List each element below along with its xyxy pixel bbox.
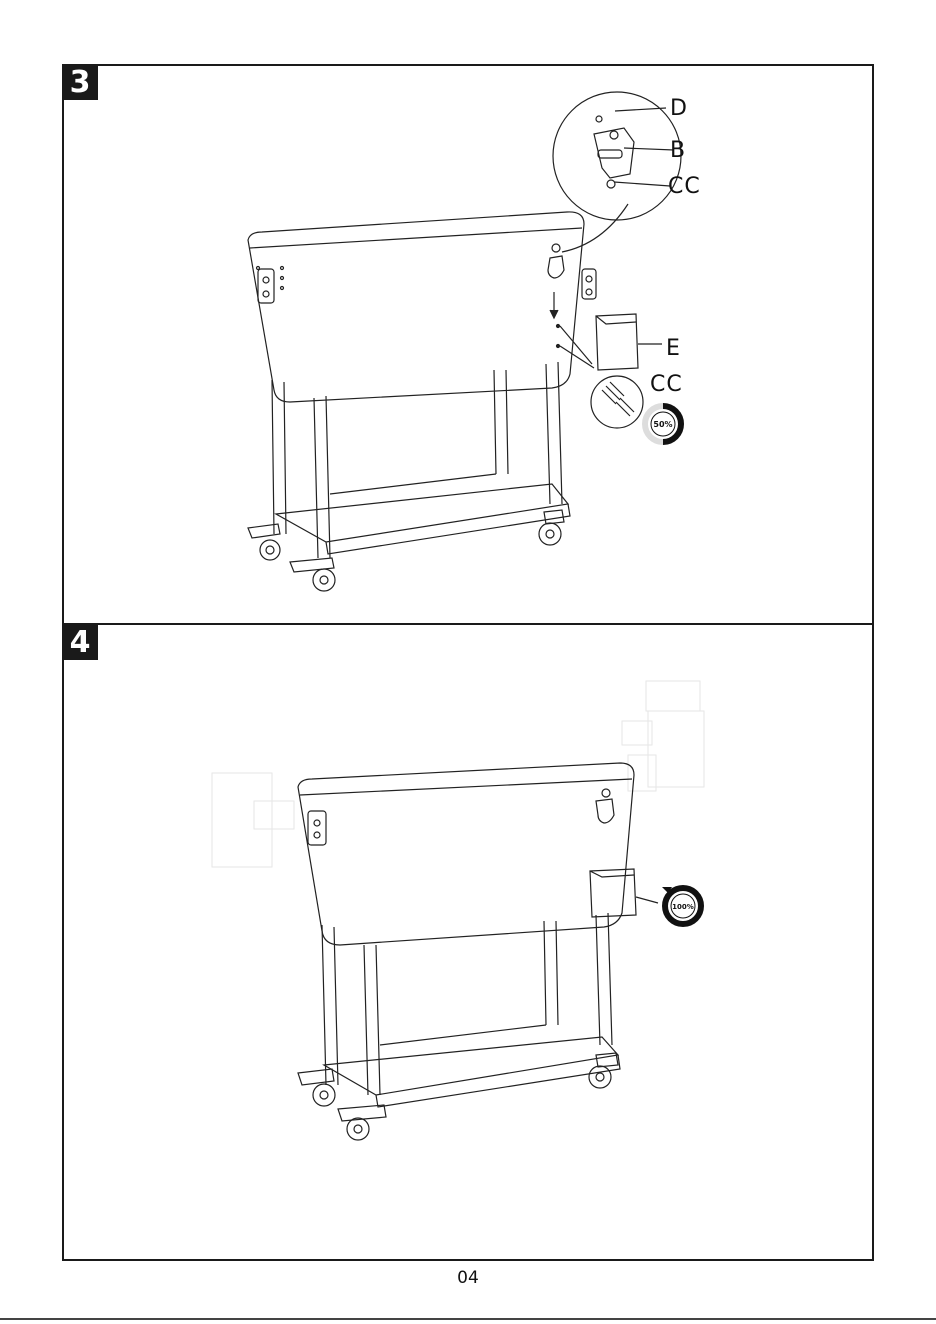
torque-badge-label: 100% xyxy=(672,903,694,911)
bottom-rule xyxy=(0,1318,936,1320)
torque-gauge-50-icon: 50% xyxy=(645,406,681,442)
callout-cc-bottom: CC xyxy=(650,372,683,397)
torque-badge-label: 50% xyxy=(653,420,672,429)
callout-d: D xyxy=(670,96,688,121)
callout-e: E xyxy=(666,336,681,361)
step-4-panel: 4 xyxy=(62,623,874,1261)
callout-cc-top: CC xyxy=(668,174,701,199)
step-3-cart-illustration: 50% xyxy=(62,64,874,623)
step-4-cart-illustration: 100% xyxy=(62,625,874,1261)
step-3-panel: 3 xyxy=(62,64,874,623)
page-number: 04 xyxy=(0,1268,936,1288)
torque-gauge-100-icon: 100% xyxy=(662,887,701,924)
callout-b: B xyxy=(670,138,686,163)
